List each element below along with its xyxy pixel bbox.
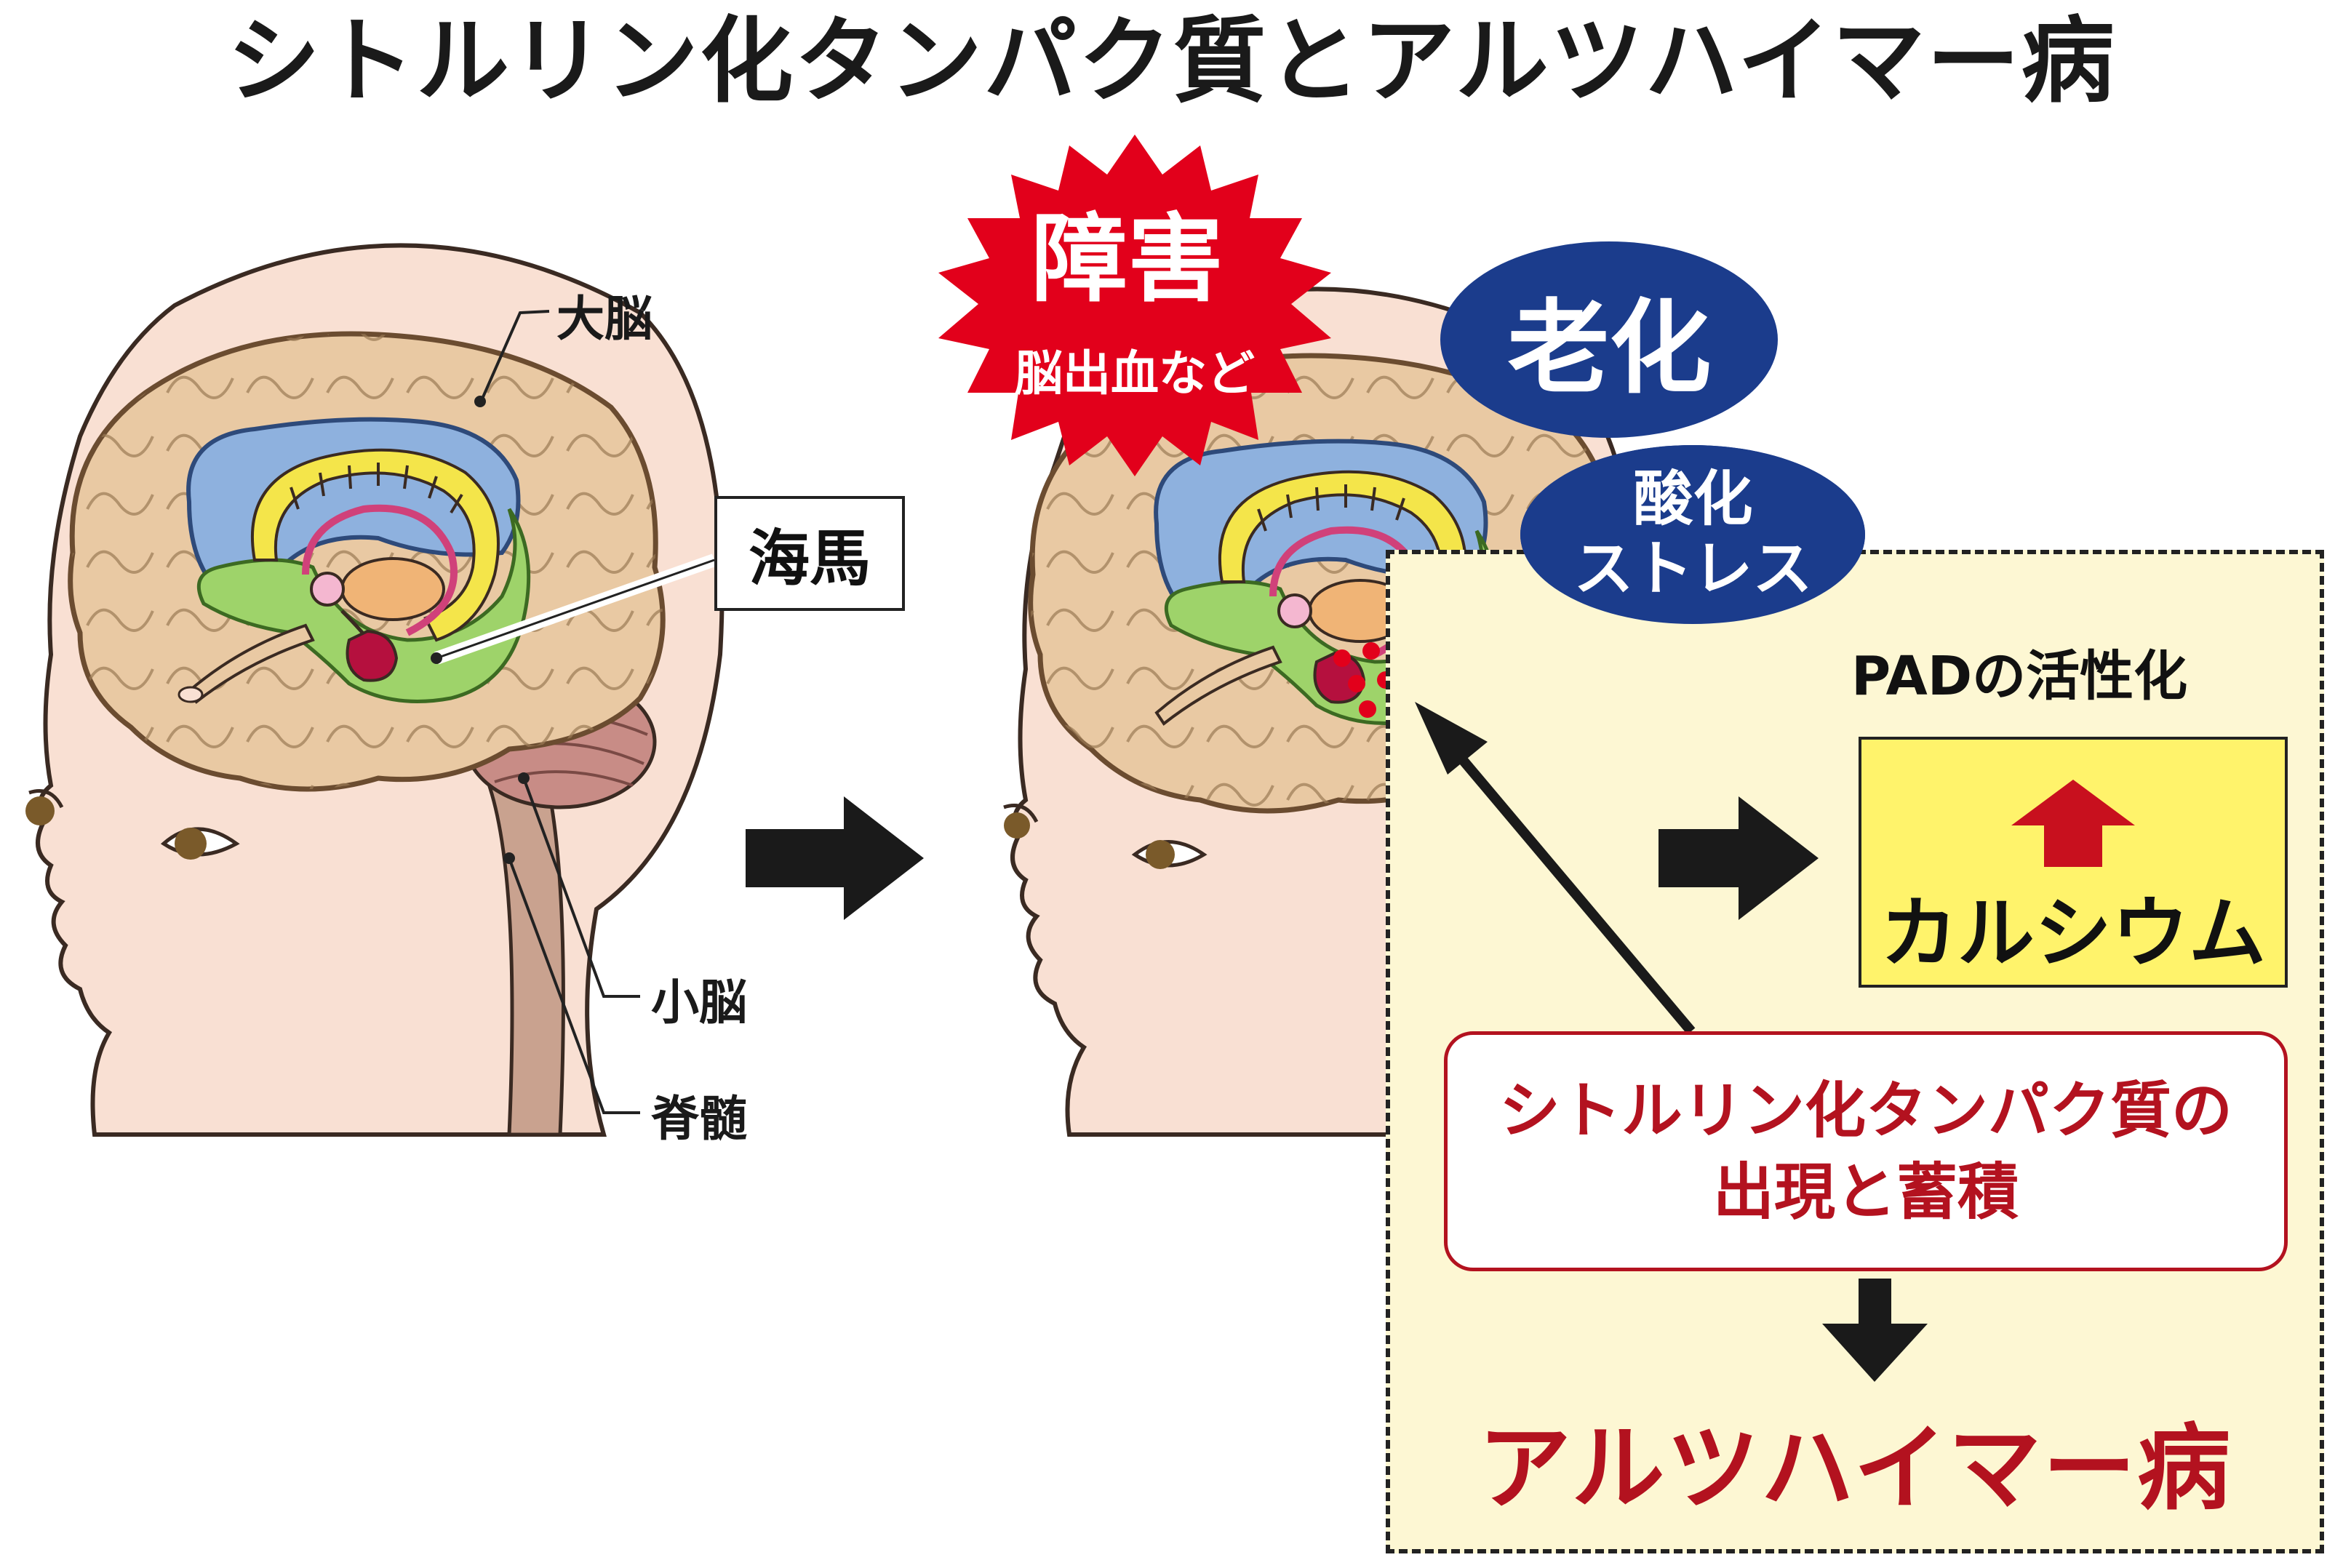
calcium-label: カルシウム — [1880, 889, 2266, 978]
citrulline-line2: 出現と蓄積 — [1712, 1156, 2019, 1228]
damage-burst — [938, 135, 1331, 476]
alzheimers-label: アルツハイマー病 — [1477, 1415, 2232, 1523]
oxidative-stress-label: 酸化 ストレス — [1520, 445, 1866, 623]
aging-label: 老化 — [1507, 289, 1712, 408]
citrulline-line1: シトルリン化タンパク質の — [1498, 1075, 2232, 1146]
damage-subtitle: 脳出血など — [1015, 345, 1255, 401]
calcium-box: カルシウム — [1859, 737, 2288, 988]
pad-activation-label: PADの活性化 — [1851, 645, 2188, 708]
label-hippocampus: 海馬 — [714, 496, 905, 611]
oxidative-line2: ストレス — [1573, 534, 1813, 604]
label-cerebrum: 大脳 — [556, 291, 652, 347]
oxidative-line1: 酸化 — [1633, 464, 1753, 534]
aging-oval — [1440, 241, 1778, 438]
left-yellow-band — [250, 448, 500, 642]
left-hippocampus-shape — [346, 629, 399, 682]
label-cerebellum: 小脳 — [651, 975, 747, 1031]
page-title: シトルリン化タンパク質とアルツハイマー病 — [227, 7, 2116, 116]
citrullinated-protein-box: シトルリン化タンパク質の 出現と蓄積 — [1444, 1031, 2288, 1271]
left-head-illustration — [25, 243, 725, 1137]
arrow-right-1 — [746, 796, 924, 920]
damage-title: 障害 — [1031, 204, 1224, 316]
label-spinal-cord: 脊髄 — [651, 1091, 747, 1147]
